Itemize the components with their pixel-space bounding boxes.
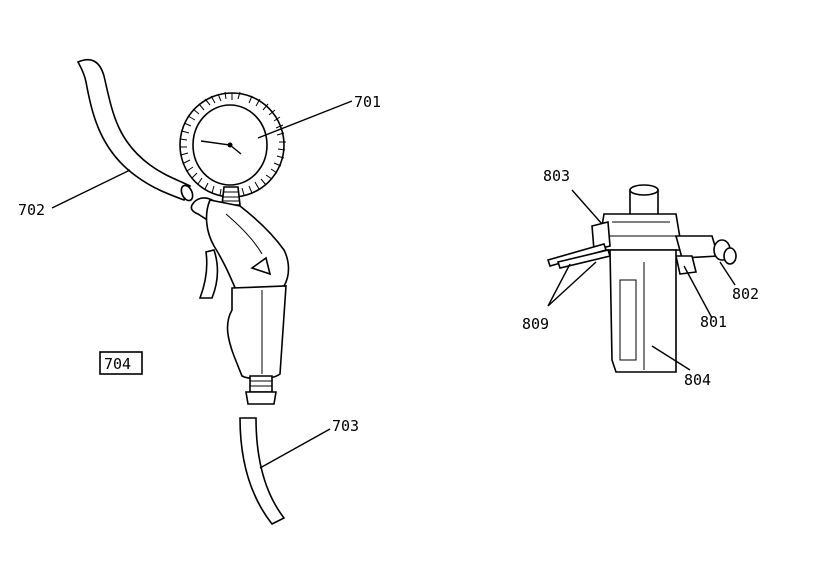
inflator-gun-body — [190, 197, 290, 405]
callout-704-box — [99, 351, 143, 375]
leader-lines — [51, 100, 736, 469]
callout-labels: 701 702 703 704 803 802 801 809 804 — [18, 93, 759, 435]
callout-703: 703 — [332, 417, 359, 435]
pressure-gauge — [179, 91, 286, 206]
callout-702: 702 — [18, 201, 45, 219]
callout-704: 704 — [104, 355, 131, 373]
lower-hose — [239, 417, 286, 526]
callout-803: 803 — [543, 167, 570, 185]
callout-804: 804 — [684, 371, 711, 389]
callout-809: 809 — [522, 315, 549, 333]
upper-hose — [76, 58, 194, 202]
callout-801: 801 — [700, 313, 727, 331]
callout-701: 701 — [354, 93, 381, 111]
inflator-assembly — [76, 58, 290, 526]
regulator-assembly — [546, 184, 737, 373]
callout-802: 802 — [732, 285, 759, 303]
